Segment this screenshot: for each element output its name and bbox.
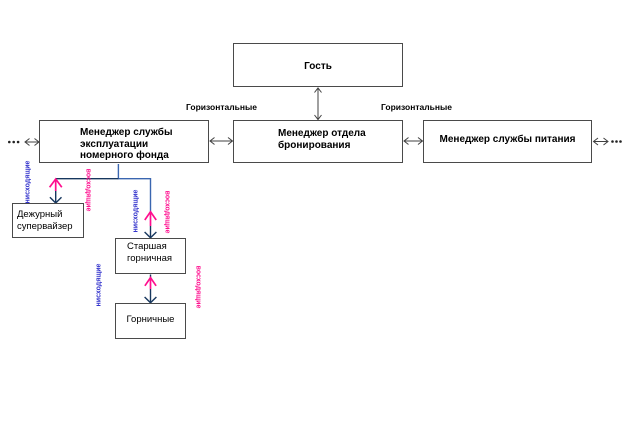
booking-food-arrow (403, 137, 424, 145)
node-maids-label: Горничные (126, 313, 175, 325)
node-duty-supervisor-line1: Дежурный (17, 209, 63, 220)
node-food-manager: Менеджер службы питания (423, 120, 592, 163)
node-maids: Горничные (115, 303, 186, 339)
node-head-maid: Старшая горничная (115, 238, 186, 274)
node-food-manager-label: Менеджер службы питания (439, 134, 576, 146)
node-rooms-manager-line2: эксплуатации (80, 138, 149, 150)
node-guest-label: Гость (304, 61, 332, 73)
node-booking-manager-line2: бронирования (278, 140, 351, 151)
node-rooms-manager-line1: Менеджер службы (80, 127, 173, 139)
node-booking-manager-line1: Менеджер отдела (278, 128, 366, 140)
node-head-maid-line1: Старшая (127, 241, 167, 252)
ascending-label-1: восходящие (84, 168, 92, 212)
left-ellipsis-arrow (24, 138, 40, 146)
descending-label-1: нисходящие (24, 160, 32, 204)
guest-booking-arrow (314, 87, 322, 121)
node-booking-manager: Менеджер отдела бронирования (233, 120, 403, 163)
rooms-duty-connector (48, 177, 119, 204)
left-ellipsis (8, 140, 20, 144)
descending-label-2: нисходящие (132, 189, 140, 233)
rooms-booking-arrow (209, 137, 234, 145)
horizontal-links-label-right: Горизонтальные (381, 102, 452, 112)
ascending-label-3: восходящие (194, 265, 202, 309)
rooms-headmaid-connector (144, 210, 157, 239)
node-head-maid-line2: горничная (127, 252, 172, 264)
node-duty-supervisor-line2: супервайзер (17, 220, 73, 232)
right-ellipsis (611, 140, 622, 143)
rooms-tree-line (117, 164, 152, 212)
node-rooms-manager: Менеджер службы эксплуатации номерного ф… (39, 120, 209, 163)
descending-label-3: нисходящие (95, 263, 103, 307)
node-guest: Гость (233, 43, 403, 87)
node-duty-supervisor: Дежурный супервайзер (12, 203, 84, 238)
horizontal-links-label-left: Горизонтальные (186, 102, 257, 112)
headmaid-maids-connector (144, 274, 157, 304)
ascending-label-2: восходящие (163, 190, 171, 234)
node-rooms-manager-line3: номерного фонда (80, 150, 169, 162)
right-ellipsis-arrow (592, 137, 609, 146)
